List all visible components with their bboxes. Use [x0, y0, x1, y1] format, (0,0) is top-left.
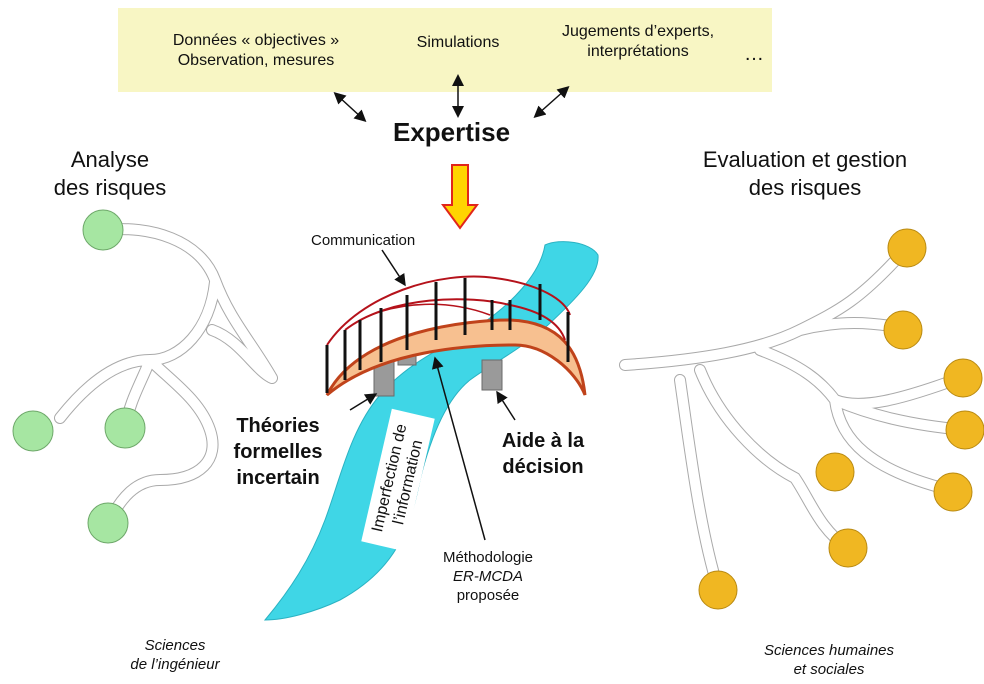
right-node-4	[945, 410, 984, 450]
right-node-8	[698, 570, 738, 610]
right-panel-footer-line1: Sciences humaines	[763, 642, 895, 659]
method-label-line1: Méthodologie	[442, 549, 534, 566]
right-panel-title: Evaluation et gestion des risques	[690, 146, 920, 202]
source-experts: Jugements d’experts, interprétations	[533, 22, 743, 62]
right-node-5	[815, 452, 855, 492]
right-panel-footer-line2: et sociales	[793, 661, 865, 678]
theories-label-line1: Théories	[236, 415, 320, 437]
bridge-deck	[325, 318, 587, 397]
theories-pointer	[349, 393, 378, 411]
right-panel-title-line2: des risques	[748, 175, 862, 200]
source-objective-line2: Observation, mesures	[177, 52, 335, 69]
decision-label-line2: décision	[502, 456, 584, 478]
bridge-rail-inner	[359, 303, 491, 321]
source-objective-line1: Données « objectives »	[172, 32, 340, 49]
source-simulations: Simulations	[416, 34, 500, 51]
arrow-objective-expertise	[333, 91, 367, 123]
communication-label: Communication	[311, 232, 416, 249]
right-panel-title-line1: Evaluation et gestion	[702, 147, 908, 172]
left-panel-title-line1: Analyse	[70, 147, 150, 172]
source-objective: Données « objectives » Observation, mesu…	[140, 31, 372, 71]
left-panel-title: Analyse des risques	[50, 146, 170, 202]
theories-label-line2: formelles	[233, 441, 323, 463]
source-experts-line1: Jugements d’experts,	[561, 23, 715, 40]
bridge-pillar-right	[481, 359, 503, 391]
bridge-posts	[325, 278, 570, 393]
decision-label: Aide à la décision	[483, 428, 603, 480]
method-pointer	[431, 356, 486, 541]
left-panel-footer: Sciences de l’ingénieur	[110, 636, 240, 674]
right-tree	[619, 228, 984, 610]
arrow-experts-expertise	[533, 86, 570, 118]
method-label-line3: proposée	[456, 587, 520, 604]
theories-label-line3: incertain	[236, 467, 320, 489]
right-node-7	[828, 528, 868, 568]
right-node-1	[887, 228, 927, 268]
right-node-3	[943, 358, 983, 398]
decision-pointer	[496, 390, 516, 421]
theories-label: Théories formelles incertain	[218, 413, 338, 491]
source-experts-line2: interprétations	[587, 43, 689, 60]
method-label: Méthodologie ER-MCDA proposée	[428, 548, 548, 605]
method-label-line2: ER-MCDA	[453, 568, 523, 585]
left-tree	[12, 209, 278, 544]
communication-pointer	[381, 249, 406, 287]
left-node-2	[12, 410, 54, 452]
left-panel-footer-line1: Sciences	[144, 637, 206, 654]
bridge-rail-top	[326, 275, 571, 346]
source-ellipsis: …	[744, 43, 764, 65]
left-panel-footer-line2: de l’ingénieur	[130, 656, 220, 673]
expertise-label: Expertise	[393, 117, 511, 147]
expertise-down-arrow	[441, 164, 479, 230]
left-node-4	[87, 502, 129, 544]
decision-label-line1: Aide à la	[501, 430, 585, 452]
left-node-1	[82, 209, 124, 251]
left-panel-title-line2: des risques	[53, 175, 167, 200]
right-panel-footer: Sciences humaines et sociales	[744, 641, 914, 679]
sources-box	[118, 8, 772, 92]
left-node-3	[104, 407, 146, 449]
right-node-6	[933, 472, 973, 512]
right-node-2	[883, 310, 923, 350]
